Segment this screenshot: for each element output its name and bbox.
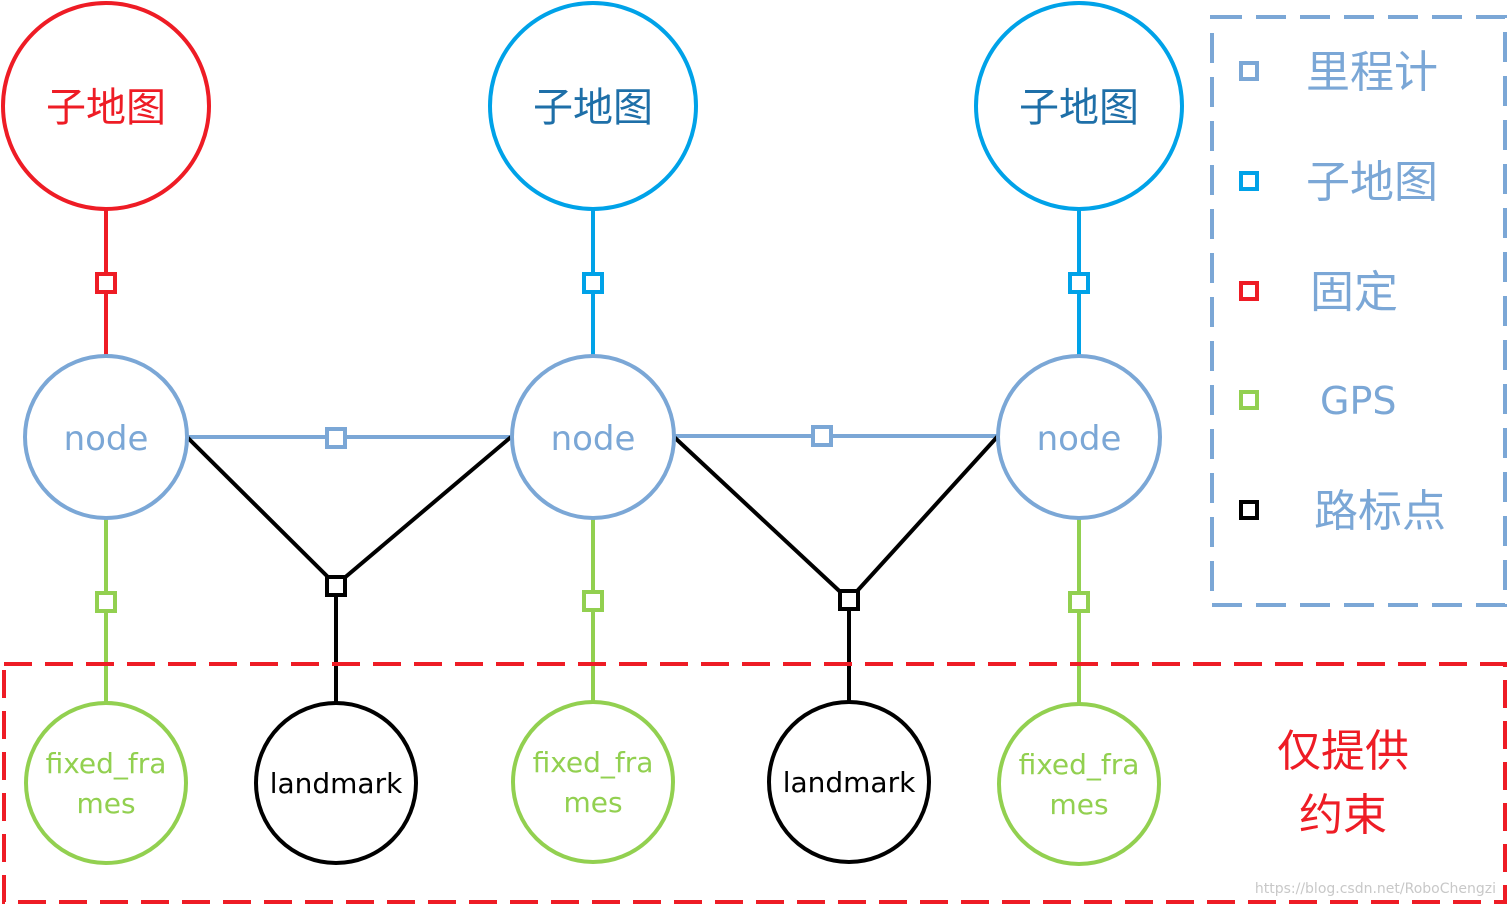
fixed-frames-label-line1: fixed_fra — [533, 746, 654, 779]
legend-label: 路标点 — [1314, 486, 1446, 537]
landmark-edge-2b — [847, 434, 1000, 602]
legend-item-fixed: 固定 — [1239, 267, 1398, 318]
submap-factor-icon — [582, 272, 604, 294]
pose-node-2: node — [510, 354, 676, 520]
legend-item-submap: 子地图 — [1239, 157, 1438, 208]
landmark-node-2: landmark — [767, 700, 931, 864]
landmark-label: landmark — [783, 766, 916, 799]
gps-factor-icon — [1068, 591, 1090, 613]
submap-label: 子地图 — [533, 85, 653, 131]
landmark-factor-icon — [325, 575, 347, 597]
submap-label: 子地图 — [46, 85, 166, 131]
landmark-node-1: landmark — [254, 701, 418, 865]
fixed-factor-icon — [95, 272, 117, 294]
pose-node-1: node — [23, 354, 189, 520]
legend-label: 里程计 — [1306, 47, 1438, 98]
landmark-factor-icon — [838, 589, 860, 611]
legend-label: 固定 — [1310, 267, 1398, 318]
square-icon — [1239, 390, 1259, 410]
submap-node-2: 子地图 — [488, 1, 698, 211]
landmark-edge-1a — [185, 435, 338, 587]
landmark-label: landmark — [270, 767, 403, 800]
submap-label: 子地图 — [1019, 85, 1139, 131]
watermark: https://blog.csdn.net/RoboChengzi — [1255, 881, 1496, 897]
fixed-frames-node-2: fixed_fra mes — [511, 700, 675, 864]
node-label: node — [1037, 419, 1122, 459]
square-icon — [1239, 61, 1259, 81]
gps-factor-icon — [582, 590, 604, 612]
fixed-frames-label-line2: mes — [563, 786, 622, 819]
square-icon — [1239, 171, 1259, 191]
node-label: node — [64, 419, 149, 459]
submap-factor-icon — [1068, 272, 1090, 294]
submap-node-3: 子地图 — [974, 1, 1184, 211]
fixed-frames-label-line1: fixed_fra — [46, 747, 167, 780]
fixed-frames-label-line2: mes — [76, 787, 135, 820]
square-icon — [1239, 500, 1259, 520]
odometry-factor-icon — [325, 427, 347, 449]
legend-border — [1210, 15, 1507, 607]
legend-label: GPS — [1320, 379, 1396, 423]
legend-label: 子地图 — [1306, 157, 1438, 208]
fixed-frames-label-line1: fixed_fra — [1019, 748, 1140, 781]
square-icon — [1239, 281, 1259, 301]
node-label: node — [551, 419, 636, 459]
constraint-note-line1: 仅提供 — [1277, 726, 1409, 777]
odometry-factor-icon — [811, 425, 833, 447]
legend-item-gps: GPS — [1239, 379, 1396, 423]
gps-factor-icon — [95, 591, 117, 613]
legend: 里程计 子地图 固定 GPS 路标点 — [1210, 15, 1507, 607]
fixed-frames-node-3: fixed_fra mes — [997, 702, 1161, 866]
legend-item-odometry: 里程计 — [1239, 47, 1438, 98]
fixed-frames-label-line2: mes — [1049, 788, 1108, 821]
landmark-edge-1b — [334, 435, 513, 587]
submap-node-1: 子地图 — [1, 1, 211, 211]
constraint-note-line2: 约束 — [1299, 790, 1387, 841]
legend-item-landmark: 路标点 — [1239, 486, 1446, 537]
landmark-edge-2a — [671, 434, 851, 602]
constraint-only-region — [2, 662, 1507, 904]
fixed-frames-node-1: fixed_fra mes — [24, 701, 188, 865]
pose-node-3: node — [996, 354, 1162, 520]
